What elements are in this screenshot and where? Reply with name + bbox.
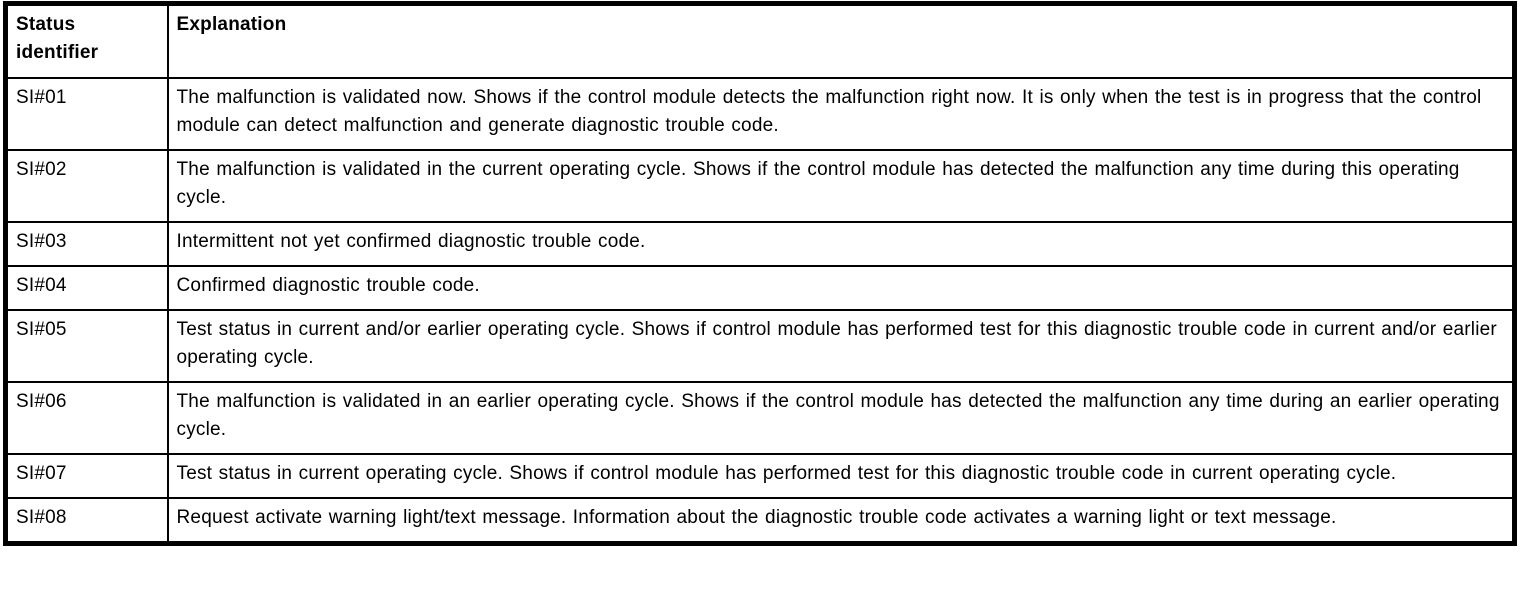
header-explanation: Explanation xyxy=(166,2,1516,79)
explanation-cell: The malfunction is validated in the curr… xyxy=(166,148,1516,223)
status-identifier-cell: SI#06 xyxy=(4,380,169,455)
explanation-cell: Test status in current and/or earlier op… xyxy=(166,308,1516,383)
header-status-identifier: Status identifier xyxy=(4,2,169,79)
explanation-cell: Request activate warning light/text mess… xyxy=(166,496,1516,544)
status-identifier-cell: SI#04 xyxy=(4,264,169,311)
header-row: Status identifier Explanation xyxy=(4,2,1516,79)
explanation-cell: Intermittent not yet confirmed diagnosti… xyxy=(166,220,1516,267)
status-identifier-cell: SI#01 xyxy=(4,76,169,151)
status-identifier-cell: SI#08 xyxy=(4,496,169,544)
table-header: Status identifier Explanation xyxy=(4,2,1516,79)
status-identifier-cell: SI#07 xyxy=(4,452,169,499)
explanation-cell: The malfunction is validated in an earli… xyxy=(166,380,1516,455)
explanation-cell: The malfunction is validated now. Shows … xyxy=(166,76,1516,151)
explanation-cell: Confirmed diagnostic trouble code. xyxy=(166,264,1516,311)
status-identifier-cell: SI#03 xyxy=(4,220,169,267)
status-identifier-cell: SI#05 xyxy=(4,308,169,383)
status-identifier-cell: SI#02 xyxy=(4,148,169,223)
explanation-cell: Test status in current operating cycle. … xyxy=(166,452,1516,499)
